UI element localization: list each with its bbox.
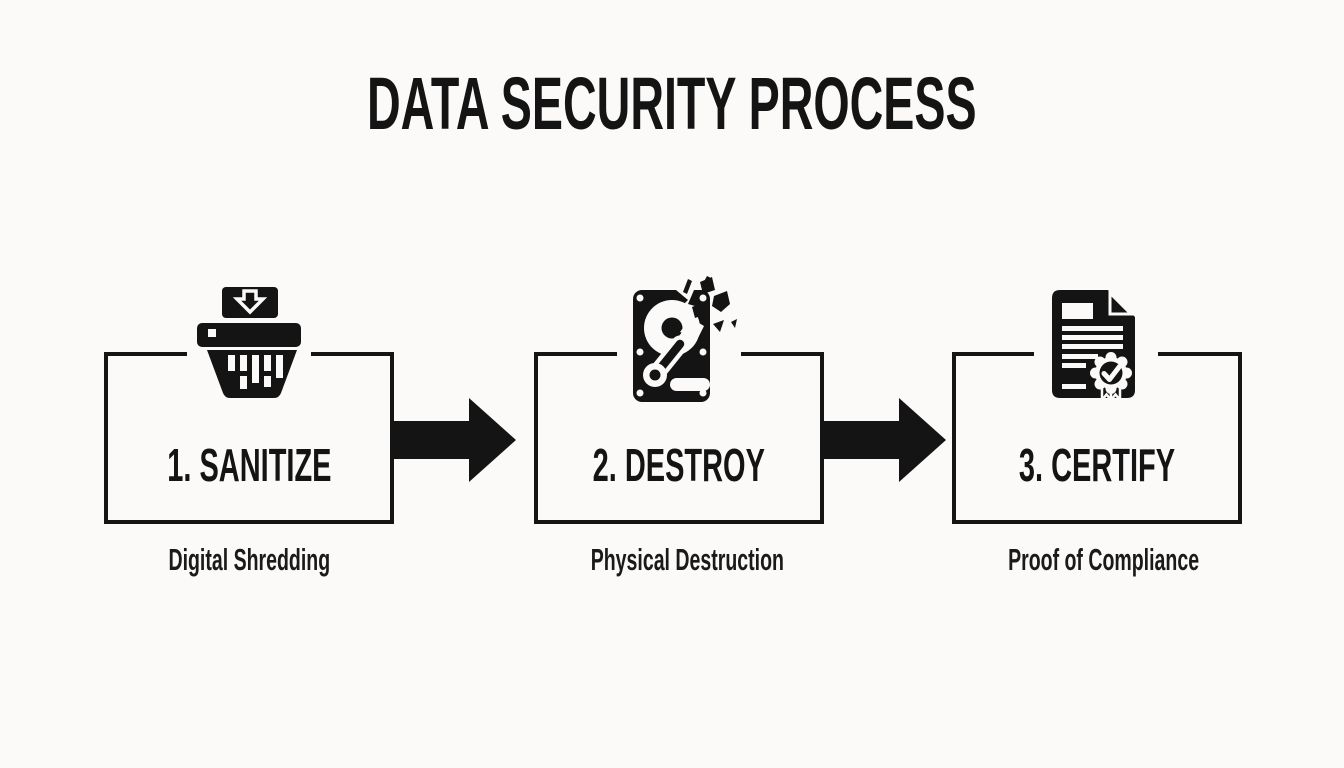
flow-arrow-right-icon (394, 398, 516, 482)
step-label: 1. SANITIZE (166, 439, 332, 491)
step-label: 3. CERTIFY (1018, 439, 1176, 491)
step-caption: Proof of Compliance (1008, 542, 1200, 577)
step-label: 2. DESTROY (592, 439, 766, 491)
page-title: DATA SECURITY PROCESS (0, 62, 1344, 146)
step-caption: Digital Shredding (168, 542, 330, 577)
certificate-seal-icon (1052, 289, 1135, 402)
flow-arrow-right-icon (824, 398, 946, 482)
shredder-icon (197, 287, 301, 398)
shattered-hard-drive-icon (633, 276, 737, 402)
page-title-text: DATA SECURITY PROCESS (367, 62, 977, 145)
step-caption: Physical Destruction (590, 542, 784, 577)
